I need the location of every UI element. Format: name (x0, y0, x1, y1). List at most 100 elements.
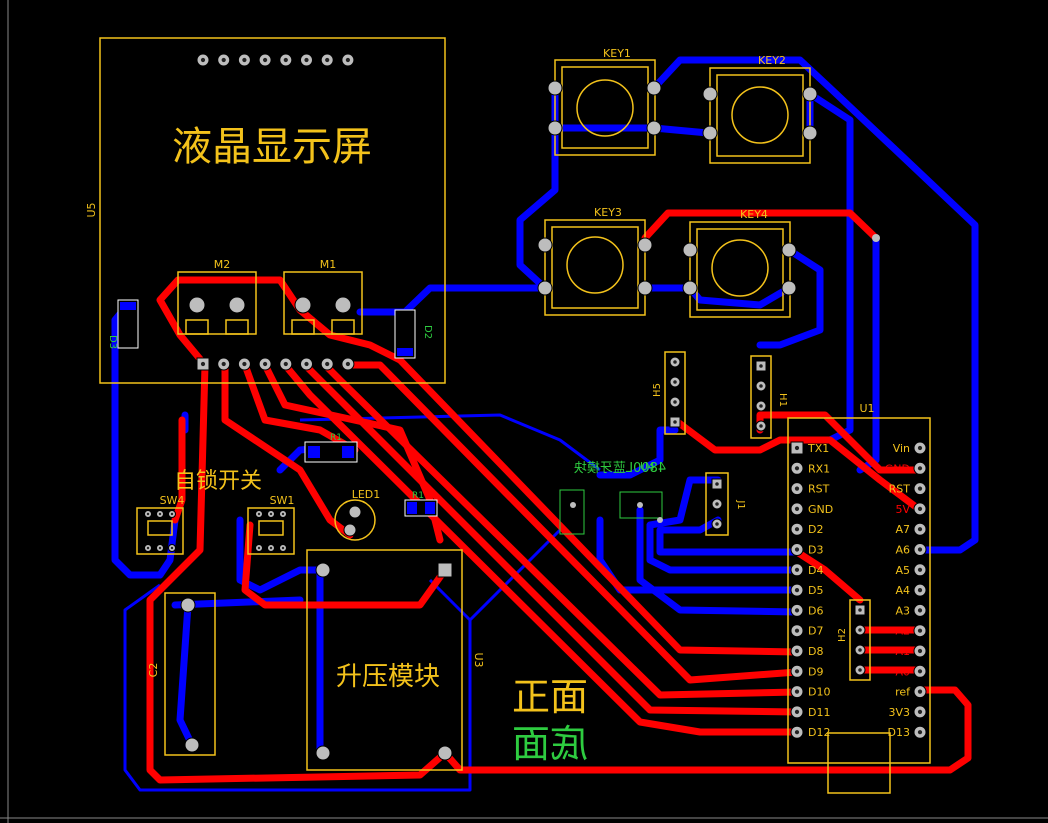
u1-pin-label: Vin (893, 442, 910, 455)
key1-pad (547, 120, 563, 136)
pin-hole (917, 486, 923, 491)
pin-hole (759, 384, 763, 388)
pin-hole (917, 506, 923, 511)
key4-pad (682, 242, 698, 258)
key1-pad (646, 80, 662, 96)
m1-label: M1 (320, 258, 337, 271)
pin-hole (146, 546, 150, 550)
pin-hole (158, 512, 162, 516)
key3-outline (544, 219, 646, 316)
c2-label: C2 (147, 663, 160, 678)
lcd-label: 液晶显示屏 (172, 124, 372, 170)
h2-pins (854, 604, 866, 676)
pin-hole (794, 709, 800, 715)
sw1-outline[interactable] (247, 507, 295, 555)
pin-hole (794, 730, 800, 735)
sw4-outline[interactable] (136, 507, 184, 555)
pin-hole (917, 669, 923, 674)
u1-pin-label: D11 (808, 706, 830, 719)
u3-pad (315, 745, 331, 761)
u1-pin-label: RST (808, 483, 830, 496)
h1-pins (755, 360, 767, 432)
pin-hole (304, 361, 309, 367)
pin-hole (673, 360, 677, 364)
via (637, 502, 643, 508)
pin-hole (759, 364, 763, 368)
pin-hole (794, 445, 800, 451)
key1[interactable]: KEY1 (547, 47, 662, 156)
pin-hole (345, 57, 350, 63)
key1-inner (561, 66, 649, 149)
d2-label: D2 (422, 325, 433, 339)
c2-outline (164, 592, 216, 756)
key4-outline (689, 221, 791, 318)
key2-label: KEY2 (758, 54, 786, 67)
u5-label: U5 (85, 202, 98, 217)
pin-hole (242, 57, 247, 63)
u1-pin-label: 5V (895, 503, 910, 516)
u1-outline (787, 417, 931, 764)
m2-tab-2 (225, 319, 249, 335)
key3-pad (537, 280, 553, 296)
sw4-label: SW4 (160, 494, 185, 507)
u1-pin-label: A1 (895, 645, 910, 658)
u1-usb (827, 732, 891, 794)
key3-label: KEY3 (594, 206, 622, 219)
pin-hole (794, 506, 800, 511)
m1-pad-2 (334, 296, 352, 314)
pin-hole (917, 628, 923, 633)
pin-hole (200, 57, 206, 63)
led1-outline (334, 499, 376, 541)
via (570, 502, 576, 508)
pin-hole (794, 527, 800, 532)
sw1-pins (255, 510, 287, 552)
led1-label: LED1 (352, 488, 381, 501)
key1-outline (554, 59, 656, 156)
u3-pad-square (437, 562, 453, 578)
u1-pin-label: D5 (808, 584, 823, 597)
key3[interactable]: KEY3 (537, 206, 653, 316)
pin-hole (263, 57, 268, 63)
pin-hole (794, 648, 800, 654)
u4-label: U4 (640, 460, 655, 473)
u1-pin-label: D13 (888, 726, 910, 739)
j1-outline (705, 472, 729, 536)
u1-pin-label: D10 (808, 686, 830, 699)
pin-hole (242, 361, 247, 367)
u3-outline (306, 549, 463, 771)
boost-label: 升压模块 (336, 662, 440, 692)
h5-pins (669, 356, 681, 428)
pin-hole (715, 502, 719, 506)
u1-pin-label: 3V3 (888, 706, 910, 719)
key4[interactable]: KEY4 (682, 208, 797, 318)
back-label: 底面 (512, 722, 588, 766)
pin-hole (281, 546, 285, 550)
key2-pad (802, 125, 818, 141)
m1-tab-1 (291, 319, 315, 335)
sw4-pins (144, 510, 176, 552)
m2-label: M2 (214, 258, 231, 271)
d2-body (394, 309, 416, 359)
u1-pin-label: A3 (895, 604, 910, 617)
pin-hole (794, 689, 800, 694)
key4-inner (696, 228, 784, 311)
pin-hole (794, 466, 800, 471)
pin-hole (200, 361, 206, 367)
pin-hole (917, 709, 923, 715)
key2-outline (709, 67, 811, 164)
h5-outline (664, 351, 686, 435)
key4-pad (682, 280, 698, 296)
d3-pad-1 (120, 302, 136, 310)
pin-hole (715, 522, 719, 526)
resistor-pad (308, 446, 320, 458)
j1-label: J1 (735, 499, 746, 509)
pin-hole (858, 648, 862, 652)
sw1-label: SW1 (270, 494, 295, 507)
key2[interactable]: KEY2 (702, 54, 818, 164)
r1-pad (425, 502, 435, 514)
u1-pin-label: A7 (895, 523, 910, 536)
u4-chip (619, 491, 663, 519)
pin-hole (794, 486, 800, 491)
u1-pin-label: RST (889, 483, 911, 496)
